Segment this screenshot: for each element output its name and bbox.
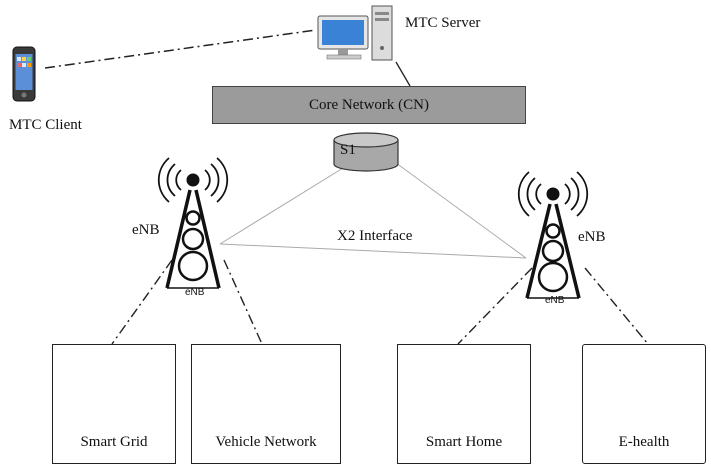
vehicle-network-box: Vehicle Network [191, 344, 341, 464]
s1-left-link [219, 159, 357, 245]
left-enb-tower-text: eNB [185, 287, 205, 298]
server-core-link [395, 61, 411, 87]
core-network-box: Core Network (CN) [212, 86, 526, 124]
e-health-box: E-health [582, 344, 706, 464]
client-server-link [44, 29, 317, 69]
right-enb-label: eNB [578, 229, 606, 245]
core-network-label: Core Network (CN) [309, 96, 429, 113]
right-enb-tower-icon [517, 171, 589, 299]
s1-label: S1 [340, 142, 356, 158]
right-enb-tower-text: eNB [545, 295, 565, 306]
left-enb-label: eNB [132, 222, 160, 238]
right-tower-home-link [457, 267, 533, 345]
smart-home-box: Smart Home [397, 344, 531, 464]
left-tower-grid-link [111, 259, 173, 345]
smart-grid-label: Smart Grid [80, 434, 148, 450]
right-tower-health-link [584, 267, 649, 345]
s1-right-link [391, 159, 527, 259]
server-computer-icon [317, 5, 393, 61]
s1-cylinder-icon [333, 132, 399, 172]
vehicle-network-label: Vehicle Network [215, 434, 317, 450]
x2-interface-label: X2 Interface [337, 228, 413, 244]
left-tower-vehicle-link [223, 259, 263, 345]
e-health-label: E-health [618, 434, 670, 450]
left-enb-tower-icon [157, 157, 229, 289]
mtc-client-label: MTC Client [9, 117, 82, 133]
smart-grid-box: Smart Grid [52, 344, 176, 464]
smart-home-label: Smart Home [425, 434, 503, 450]
client-phone-icon [12, 46, 36, 102]
mtc-server-label: MTC Server [405, 15, 481, 31]
x2-link [219, 243, 527, 259]
